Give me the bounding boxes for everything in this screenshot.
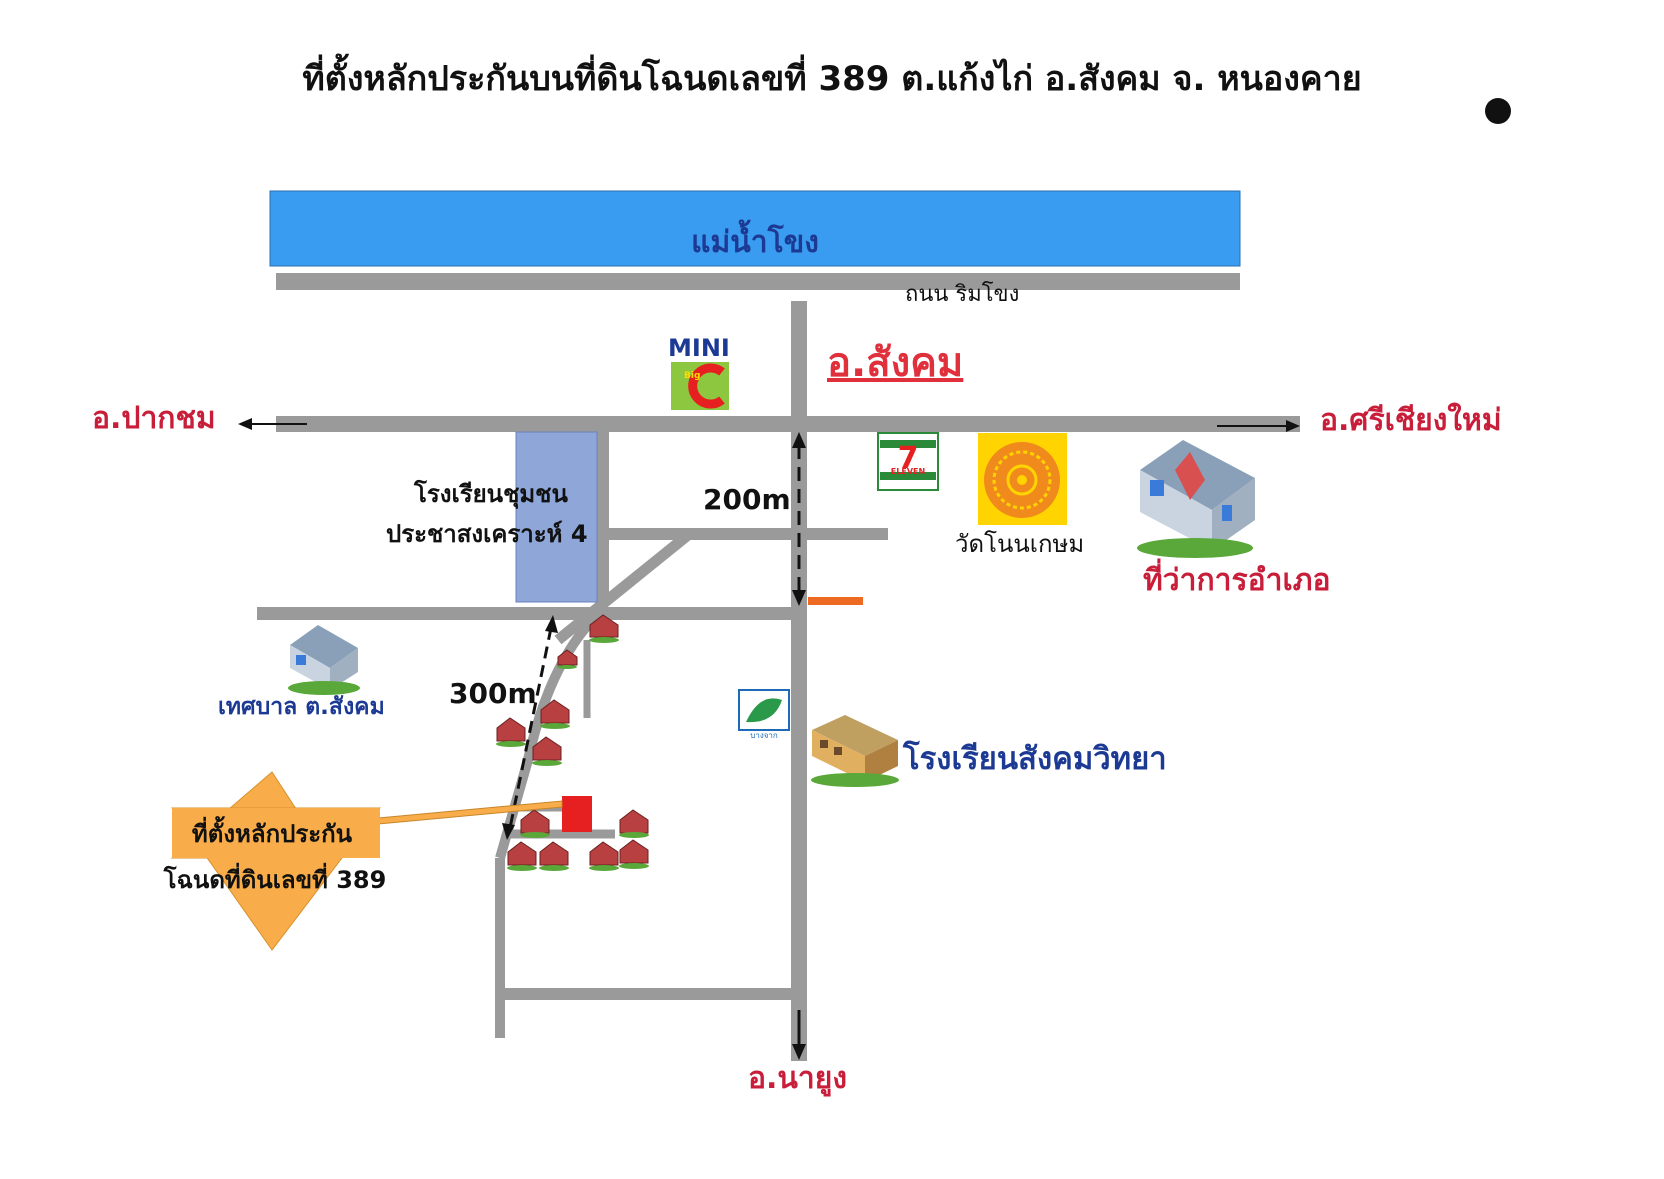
- distance-200m-arrow: [792, 432, 806, 606]
- school-sangkhom-label: โรงเรียนสังคมวิทยา: [903, 741, 1167, 777]
- house-icon: [539, 841, 569, 871]
- diagonal-road-1: [554, 530, 692, 645]
- dharma-wheel-icon: [978, 433, 1067, 525]
- house-icon: [619, 809, 649, 838]
- school-side-road: [597, 430, 609, 605]
- house-icon: [589, 841, 619, 871]
- distance-300m-label: 300m: [449, 677, 537, 710]
- house-icon: [532, 736, 562, 766]
- collateral-label-line2: โฉนดที่ดินเลขที่ 389: [163, 866, 387, 894]
- district-office-building-icon: [1137, 440, 1255, 558]
- svg-text:Big: Big: [684, 371, 700, 381]
- municipality-building-icon: [288, 625, 360, 695]
- distance-200m-label: 200m: [703, 483, 791, 516]
- svg-text:ELEVEN: ELEVEN: [891, 467, 925, 476]
- village-houses: [496, 614, 649, 871]
- house-icon: [619, 839, 649, 869]
- house-icon: [507, 841, 537, 871]
- scan-hole-mark: [1485, 98, 1511, 124]
- destination-east: อ.ศรีเชียงใหม่: [1320, 403, 1502, 438]
- town-label: อ.สังคม: [827, 340, 964, 386]
- riverside-road: [276, 273, 1240, 290]
- village-west-road: [495, 858, 505, 1038]
- house-icon: [496, 717, 526, 747]
- orange-marker: [808, 597, 863, 605]
- mini-big-c-label: MINI: [668, 334, 730, 362]
- diagonal-road-2: [495, 608, 604, 860]
- community-school-block: [515, 431, 598, 603]
- seven-eleven-logo-icon: 7 ELEVEN: [877, 432, 939, 491]
- svg-text:บางจาก: บางจาก: [750, 731, 778, 740]
- main-north-south-road: [791, 301, 807, 1061]
- house-icon: [589, 614, 619, 643]
- side-road-north: [598, 528, 888, 540]
- side-road-middle: [257, 607, 797, 620]
- mekong-river: [269, 190, 1241, 267]
- house-icon: [520, 809, 550, 838]
- page-title: ที่ตั้งหลักประกันบนที่ดินโฉนดเลขที่ 389 …: [302, 59, 1362, 99]
- house-icon: [540, 699, 570, 729]
- big-c-logo-icon: Big: [671, 362, 729, 410]
- destination-south: อ.นายูง: [748, 1061, 847, 1096]
- school-community-label-line2: ประชาสงเคราะห์ 4: [386, 520, 588, 548]
- side-road-south: [497, 988, 797, 1000]
- house-icon: [557, 649, 578, 669]
- arrow-west-icon: [238, 418, 307, 430]
- arrow-east-icon: [1217, 420, 1300, 432]
- distance-300m-arrow: [502, 615, 558, 840]
- school-building-icon: [811, 715, 899, 787]
- collateral-plot: [562, 796, 592, 832]
- district-office-label: ที่ว่าการอำเภอ: [1143, 563, 1331, 598]
- bangchak-logo-icon: บางจาก: [738, 689, 790, 740]
- municipality-label: เทศบาล ต.สังคม: [218, 694, 385, 720]
- collateral-star-icon: [170, 771, 382, 951]
- main-east-west-road: [276, 416, 1300, 432]
- river-label: แม่น้ำโขง: [691, 225, 819, 260]
- temple-label: วัดโนนเกษม: [955, 530, 1085, 558]
- riverside-road-label: ถนน ริมโขง: [905, 282, 1020, 307]
- svg-text:7: 7: [898, 441, 919, 476]
- school-community-label-line1: โรงเรียนชุมชน: [414, 480, 568, 508]
- destination-west: อ.ปากชม: [92, 401, 216, 436]
- arrow-south-icon: [792, 1010, 806, 1060]
- collateral-label-line1: ที่ตั้งหลักประกัน: [191, 820, 353, 848]
